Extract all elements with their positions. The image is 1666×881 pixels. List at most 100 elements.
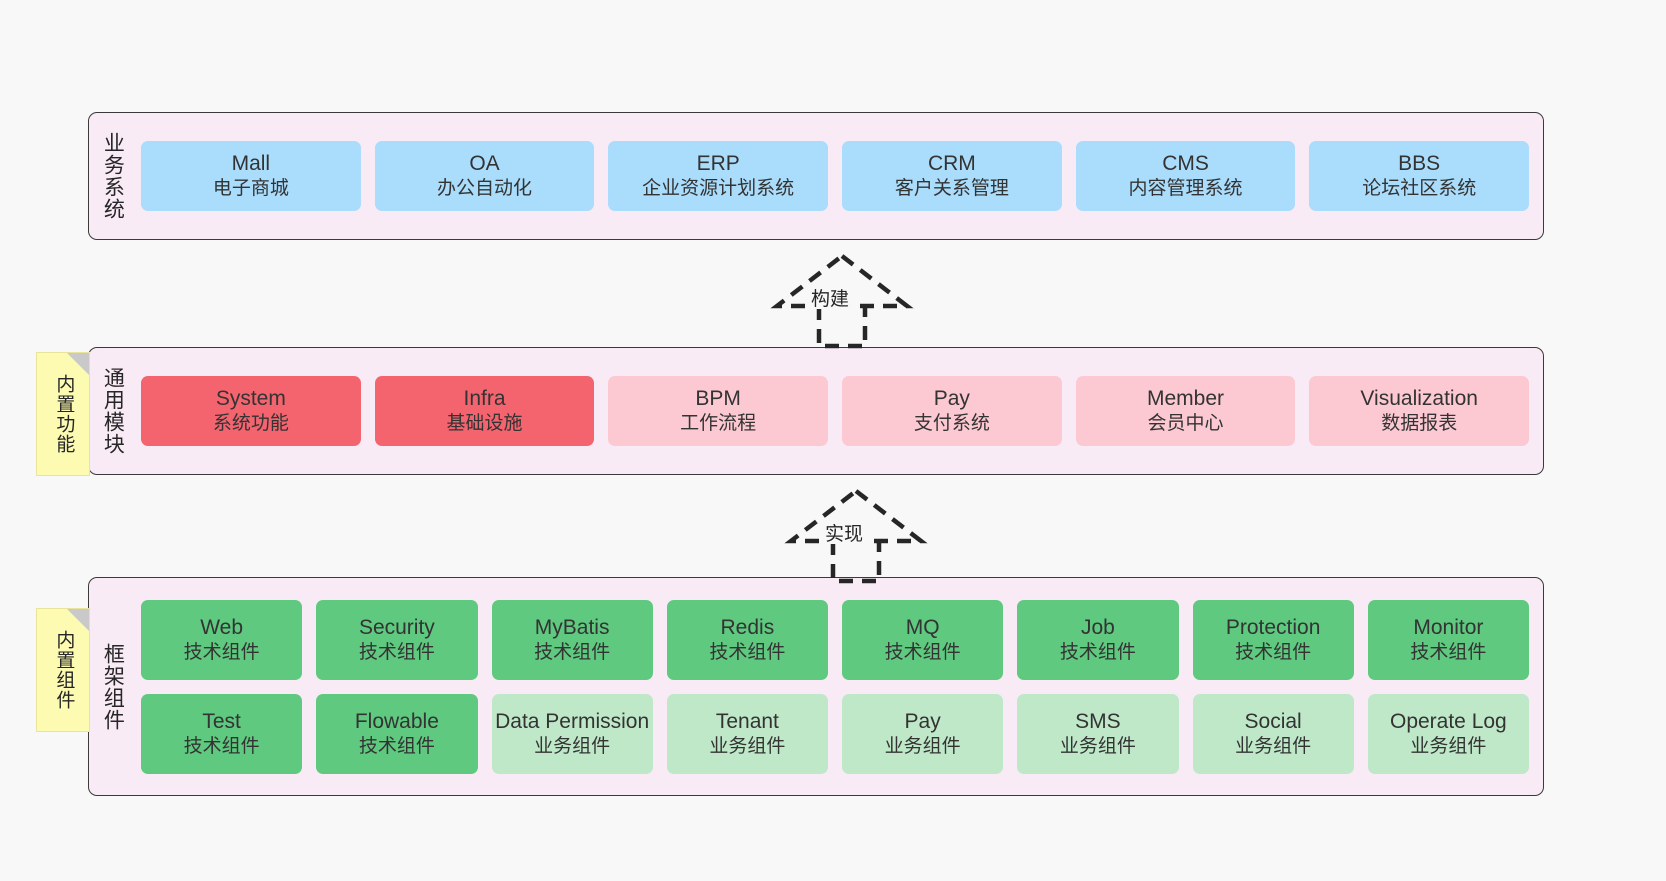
card-pay-component[interactable]: Pay 业务组件 [842,693,1004,774]
card-subtitle: 论坛社区系统 [1362,178,1477,200]
card-subtitle: 业务组件 [884,735,961,757]
card-visualization[interactable]: Visualization 数据报表 [1309,376,1530,446]
card-title: Monitor [1413,615,1484,639]
card-title: Flowable [354,709,439,733]
card-subtitle: 业务组件 [709,735,786,757]
card-subtitle: 系统功能 [212,413,289,435]
connector-build: 构建 [757,250,927,349]
card-security[interactable]: Security 技术组件 [316,599,478,680]
card-title: Redis [720,615,775,639]
card-data-permission[interactable]: Data Permission 业务组件 [491,693,653,774]
card-system[interactable]: System 系统功能 [141,376,361,446]
layer-body-common-module: System 系统功能 Infra 基础设施 BPM 工作流程 Pay 支付系统… [135,348,1543,474]
card-title: Social [1244,709,1302,733]
card-subtitle: 工作流程 [680,413,757,435]
card-erp[interactable]: ERP 企业资源计划系统 [608,141,829,211]
card-social[interactable]: Social 业务组件 [1192,693,1354,774]
card-title: Operate Log [1389,709,1507,733]
card-title: Visualization [1360,387,1478,410]
card-test[interactable]: Test 技术组件 [141,693,303,774]
card-subtitle: 技术组件 [1410,641,1487,663]
card-subtitle: 办公自动化 [437,178,533,200]
connector-label: 构建 [809,289,852,310]
card-subtitle: 业务组件 [1235,735,1312,757]
layer-title-business-system: 业务系统 [101,132,125,220]
card-title: SMS [1075,709,1121,733]
card-oa[interactable]: OA 办公自动化 [374,141,595,211]
card-title: Infra [463,387,506,410]
card-subtitle: 数据报表 [1381,413,1458,435]
card-monitor[interactable]: Monitor 技术组件 [1367,599,1529,680]
connector-label: 实现 [823,524,866,545]
card-title: Test [202,709,241,733]
card-pay[interactable]: Pay 支付系统 [842,376,1062,446]
sticky-note-builtin-components: 内置组件 [36,608,90,732]
layer-body-business-system: Mall 电子商城 OA 办公自动化 ERP 企业资源计划系统 CRM 客户关系… [135,113,1543,239]
card-title: BPM [695,387,741,410]
layer-body-framework-components: Web 技术组件 Security 技术组件 MyBatis 技术组件 Redi… [135,578,1543,795]
card-operate-log[interactable]: Operate Log 业务组件 [1367,693,1529,774]
card-subtitle: 业务组件 [1059,735,1136,757]
card-subtitle: 技术组件 [709,641,786,663]
card-sms[interactable]: SMS 业务组件 [1017,693,1179,774]
card-subtitle: 业务组件 [1410,735,1487,757]
card-subtitle: 技术组件 [183,735,260,757]
layer-business-system: 业务系统 Mall 电子商城 OA 办公自动化 ERP 企业资源计划系统 CRM… [88,112,1544,240]
card-title: ERP [696,152,740,175]
card-title: Pay [933,387,970,410]
card-title: CMS [1162,152,1209,175]
card-title: Member [1147,387,1225,410]
card-row-business: Test 技术组件 Flowable 技术组件 Data Permission … [141,693,1529,774]
card-web[interactable]: Web 技术组件 [141,599,303,680]
card-protection[interactable]: Protection 技术组件 [1192,599,1354,680]
card-title: Pay [904,709,941,733]
card-title: MyBatis [534,615,610,639]
card-bpm[interactable]: BPM 工作流程 [608,376,829,446]
card-subtitle: 技术组件 [884,641,961,663]
card-row: System 系统功能 Infra 基础设施 BPM 工作流程 Pay 支付系统… [141,376,1530,446]
card-crm[interactable]: CRM 客户关系管理 [842,141,1062,211]
card-title: MQ [905,615,940,639]
card-subtitle: 技术组件 [1235,641,1312,663]
card-subtitle: 业务组件 [534,735,611,757]
card-title: Data Permission [495,709,650,733]
card-subtitle: 内容管理系统 [1128,178,1243,200]
card-title: Job [1080,615,1115,639]
card-subtitle: 客户关系管理 [894,178,1009,200]
card-member[interactable]: Member 会员中心 [1075,376,1296,446]
card-job[interactable]: Job 技术组件 [1017,599,1179,680]
layer-title-common-module: 通用模块 [101,367,125,455]
layer-common-module: 通用模块 System 系统功能 Infra 基础设施 BPM 工作流程 Pay… [88,347,1544,475]
card-subtitle: 电子商城 [212,178,289,200]
card-mq[interactable]: MQ 技术组件 [842,599,1004,680]
card-subtitle: 技术组件 [358,641,435,663]
card-title: BBS [1398,152,1441,175]
sticky-note-builtin-features: 内置功能 [36,352,90,476]
card-bbs[interactable]: BBS 论坛社区系统 [1309,141,1530,211]
card-title: OA [469,152,500,175]
card-subtitle: 技术组件 [358,735,435,757]
card-title: Protection [1225,615,1321,639]
card-tenant[interactable]: Tenant 业务组件 [666,693,828,774]
card-subtitle: 会员中心 [1147,413,1224,435]
card-redis[interactable]: Redis 技术组件 [666,599,828,680]
card-title: CRM [927,152,976,175]
card-row-technical: Web 技术组件 Security 技术组件 MyBatis 技术组件 Redi… [141,599,1529,680]
card-subtitle: 技术组件 [534,641,611,663]
card-title: Web [200,615,244,639]
layer-title-framework-components: 框架组件 [101,642,125,731]
card-title: Mall [231,152,271,175]
card-mybatis[interactable]: MyBatis 技术组件 [491,599,653,680]
card-subtitle: 支付系统 [913,413,990,435]
card-infra[interactable]: Infra 基础设施 [374,376,595,446]
card-mall[interactable]: Mall 电子商城 [141,141,361,211]
card-cms[interactable]: CMS 内容管理系统 [1075,141,1296,211]
card-row: Mall 电子商城 OA 办公自动化 ERP 企业资源计划系统 CRM 客户关系… [141,141,1530,211]
card-flowable[interactable]: Flowable 技术组件 [316,693,478,774]
card-title: System [215,387,286,410]
card-subtitle: 技术组件 [183,641,260,663]
card-title: Security [358,615,435,639]
layer-framework-components: 框架组件 Web 技术组件 Security 技术组件 MyBatis 技术组件… [88,577,1544,796]
connector-realize: 实现 [771,485,941,584]
